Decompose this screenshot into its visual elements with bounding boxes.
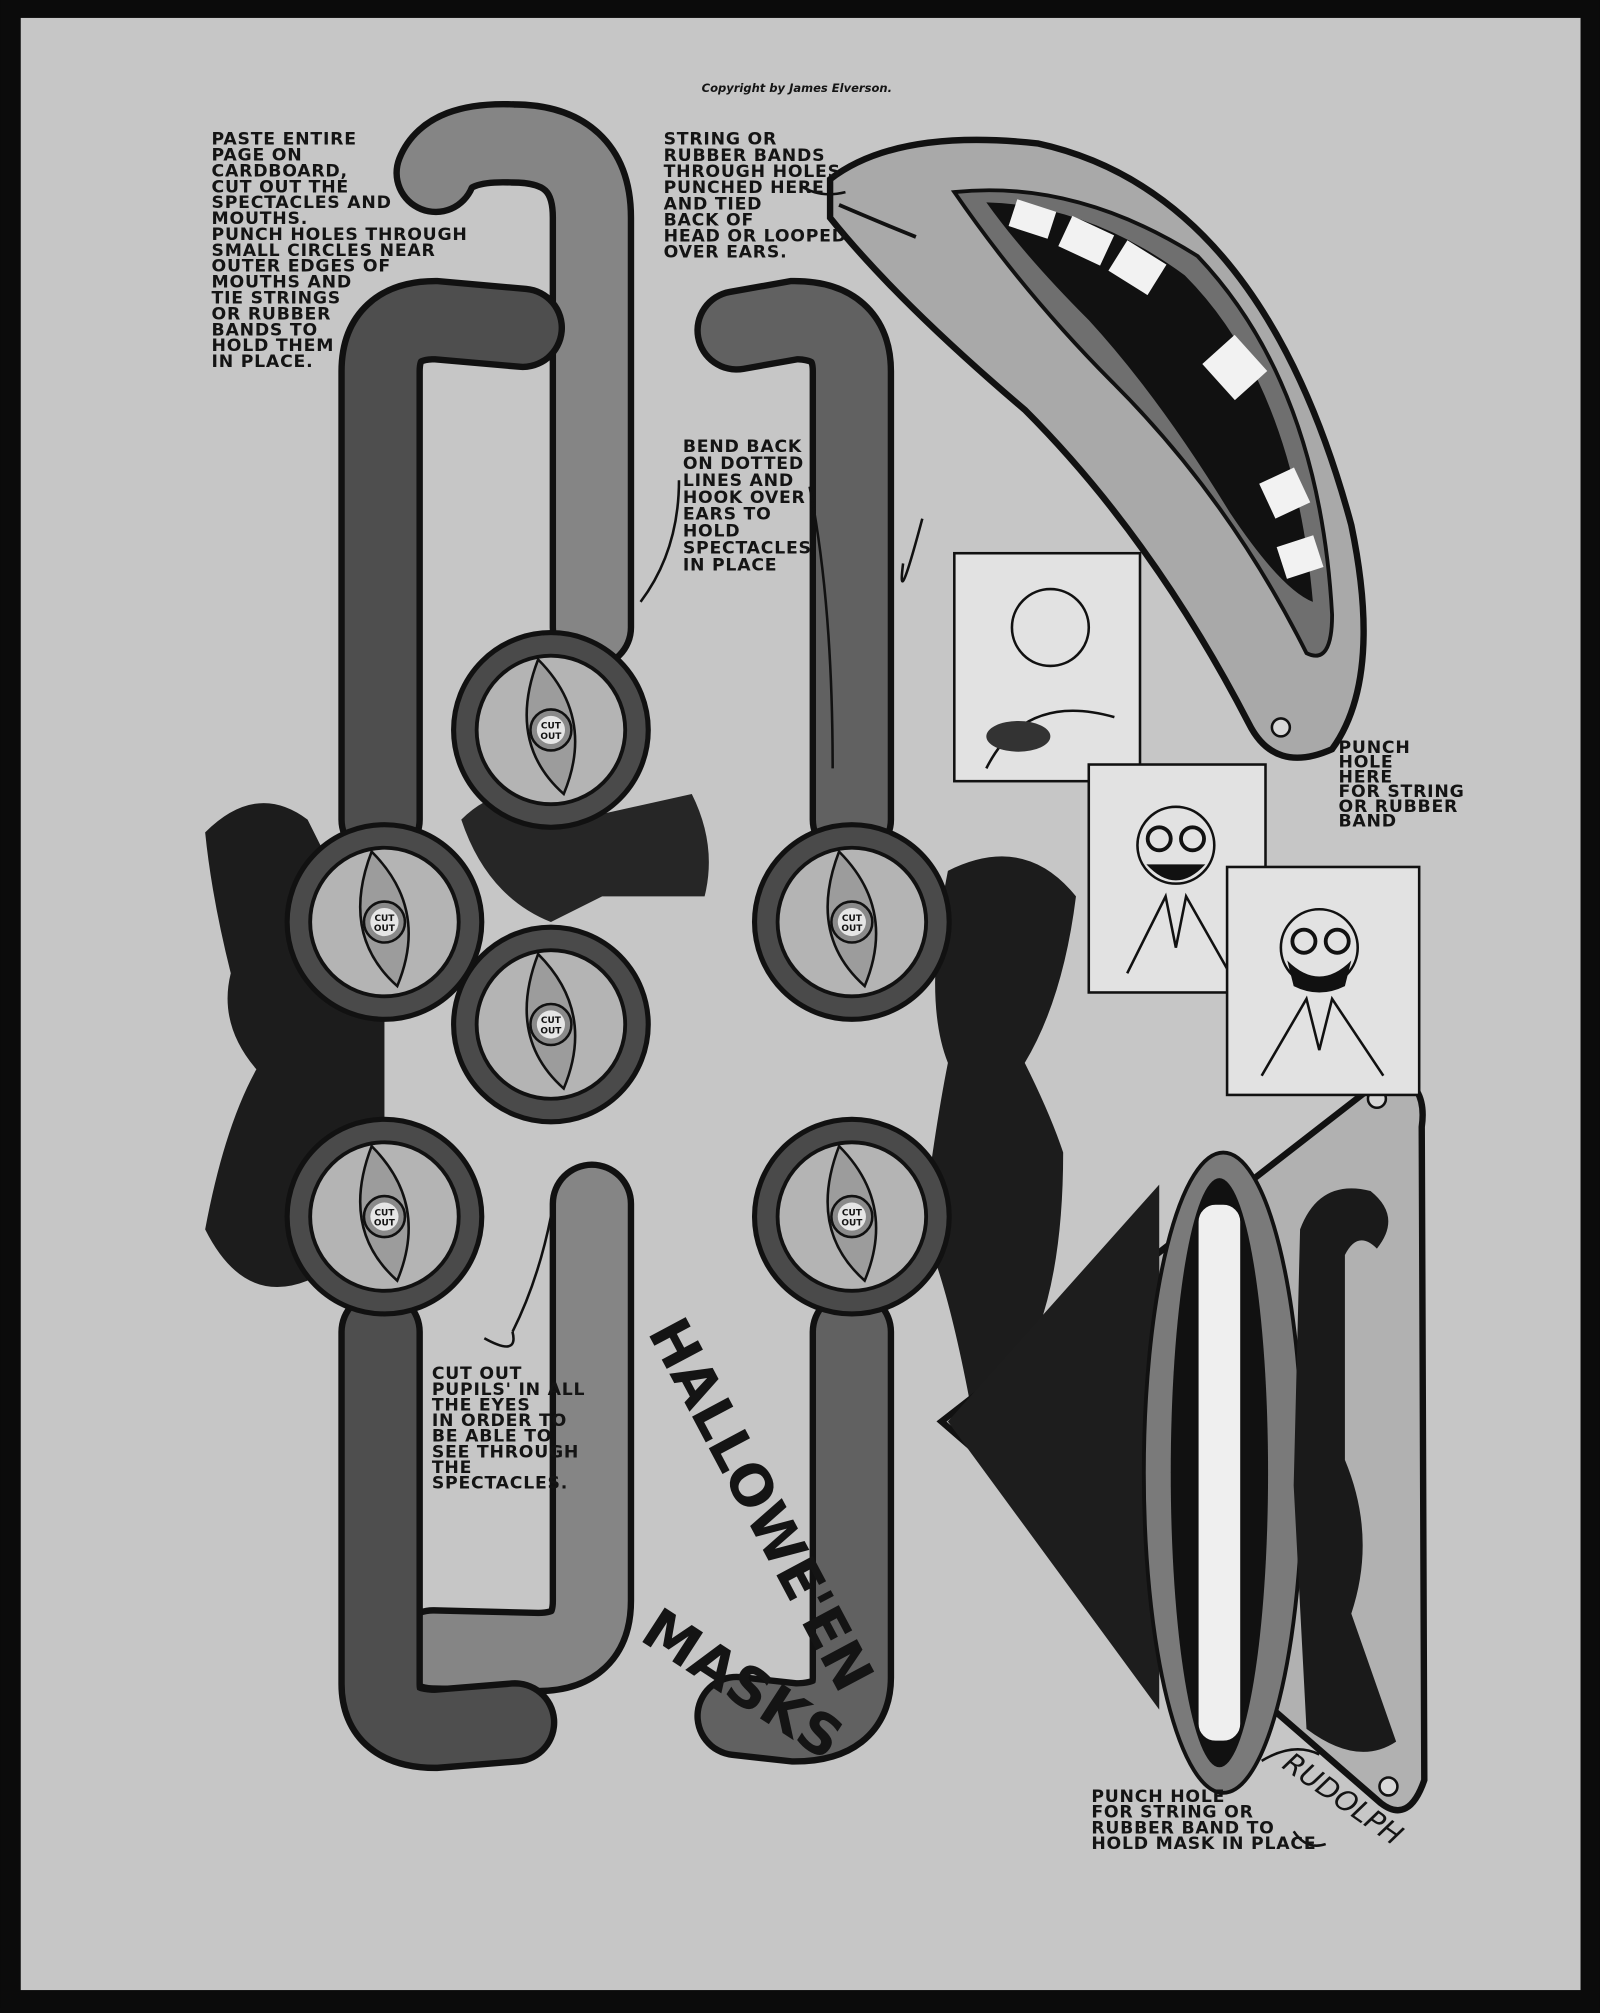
note-line: RUBBER BAND TO xyxy=(1091,1818,1274,1838)
pointer-arrows xyxy=(483,184,1327,1847)
cut-out-label: OUT xyxy=(841,1219,863,1229)
spectacle-temples xyxy=(338,101,895,1772)
note-line: ON DOTTED xyxy=(683,454,804,474)
note-line: BEND BACK xyxy=(683,437,802,457)
note-line: HOLD xyxy=(683,522,741,542)
note-line: THE EYES xyxy=(432,1395,531,1415)
copyright-line: Copyright by James Elverson. xyxy=(702,81,892,95)
right-face-mask-shape xyxy=(922,856,1076,1422)
note-line: HERE xyxy=(1338,767,1392,787)
note-line: OVER EARS. xyxy=(664,243,788,263)
spectacle-temple xyxy=(344,284,559,856)
note-line: SEE THROUGH xyxy=(432,1442,579,1462)
spectacle-temple xyxy=(397,1167,628,1688)
note-line: HOOK OVER xyxy=(683,488,806,508)
note-line: IN PLACE. xyxy=(212,352,314,372)
note-line: IN PLACE xyxy=(683,555,778,575)
spectacle-temple xyxy=(399,107,628,664)
spectacle-temple xyxy=(700,284,888,856)
cut-out-label: CUT xyxy=(842,914,863,924)
portrait-man-with-mask-2 xyxy=(1225,865,1421,1097)
note-line: PUNCHED HERE xyxy=(664,178,825,198)
mustache-shading xyxy=(1293,1188,1397,1752)
note-line: CARDBOARD, xyxy=(212,161,348,181)
beard-shading xyxy=(947,1184,1160,1710)
note-line: THE xyxy=(432,1458,472,1478)
note-line: PAGE ON xyxy=(212,146,303,166)
note-line: BAND xyxy=(1338,812,1396,832)
note-line: PUNCH xyxy=(1338,738,1410,758)
note-line: OR RUBBER xyxy=(1338,797,1458,817)
punch-hole-circle xyxy=(1378,1776,1399,1797)
punch-hole-circle xyxy=(1270,717,1292,738)
note-line: FOR STRING OR xyxy=(1091,1803,1253,1823)
note-line: EARS TO xyxy=(683,505,772,525)
cut-out-label: CUT xyxy=(374,914,395,924)
portrait-boy-wearing-spectacles xyxy=(953,551,1142,783)
note-line: HOLD THEM xyxy=(212,336,335,356)
note-line: AND TIED xyxy=(664,194,763,214)
bottom-mouth-cutout xyxy=(936,1069,1428,1814)
teeth xyxy=(1196,1202,1243,1743)
top-mouth-cutout xyxy=(826,136,1367,761)
middle-face-mask-shape xyxy=(461,793,709,923)
cut-out-label: OUT xyxy=(540,1026,562,1036)
note-line: HOLD MASK IN PLACE xyxy=(1091,1834,1316,1854)
note-line: FOR STRING xyxy=(1338,782,1464,802)
note-line: MOUTHS. xyxy=(212,209,308,229)
cut-out-label: OUT xyxy=(374,1219,396,1229)
note-line: PUNCH HOLE xyxy=(1091,1787,1225,1807)
note-line: PASTE ENTIRE xyxy=(212,130,357,150)
cut-out-label: OUT xyxy=(841,924,863,934)
note-line: SPECTACLES. xyxy=(432,1474,568,1494)
note-line: PUNCH HOLES THROUGH xyxy=(212,225,468,245)
cut-out-label: CUT xyxy=(842,1208,863,1218)
note-line: HOLE xyxy=(1338,753,1393,773)
note-line: MOUTHS AND xyxy=(212,273,352,293)
note-line: CUT OUT xyxy=(432,1364,522,1384)
note-line: RUBBER BANDS xyxy=(664,146,826,166)
spectacle-temple xyxy=(700,1295,888,1759)
note-line: BANDS TO xyxy=(212,320,318,340)
note-line: OUTER EDGES OF xyxy=(212,257,391,277)
note-line: SPECTACLES AND xyxy=(212,193,392,213)
note-line: LINES AND xyxy=(683,471,794,491)
note-line: STRING OR xyxy=(664,130,777,150)
note-line: THROUGH HOLES xyxy=(664,162,841,182)
note-line: HEAD OR LOOPED xyxy=(664,227,847,247)
cut-out-label: CUT xyxy=(374,1208,395,1218)
note-line: OR RUBBER xyxy=(212,304,332,324)
note-line: PUPILS' IN ALL xyxy=(432,1380,586,1400)
cut-out-label: CUT xyxy=(541,1016,562,1026)
cut-out-label: OUT xyxy=(374,924,396,934)
note-line: CUT OUT THE xyxy=(212,177,349,197)
cut-out-label: OUT xyxy=(540,732,562,742)
note-line: BE ABLE TO xyxy=(432,1427,552,1447)
note-line: IN ORDER TO xyxy=(432,1411,567,1431)
note-line: SPECTACLES xyxy=(683,538,812,558)
spectacle-temple xyxy=(344,1295,551,1765)
cut-out-label: CUT xyxy=(541,722,562,732)
note-line: SMALL CIRCLES NEAR xyxy=(212,241,436,261)
note-line: TIE STRINGS xyxy=(212,289,341,309)
note-line: BACK OF xyxy=(664,210,754,230)
